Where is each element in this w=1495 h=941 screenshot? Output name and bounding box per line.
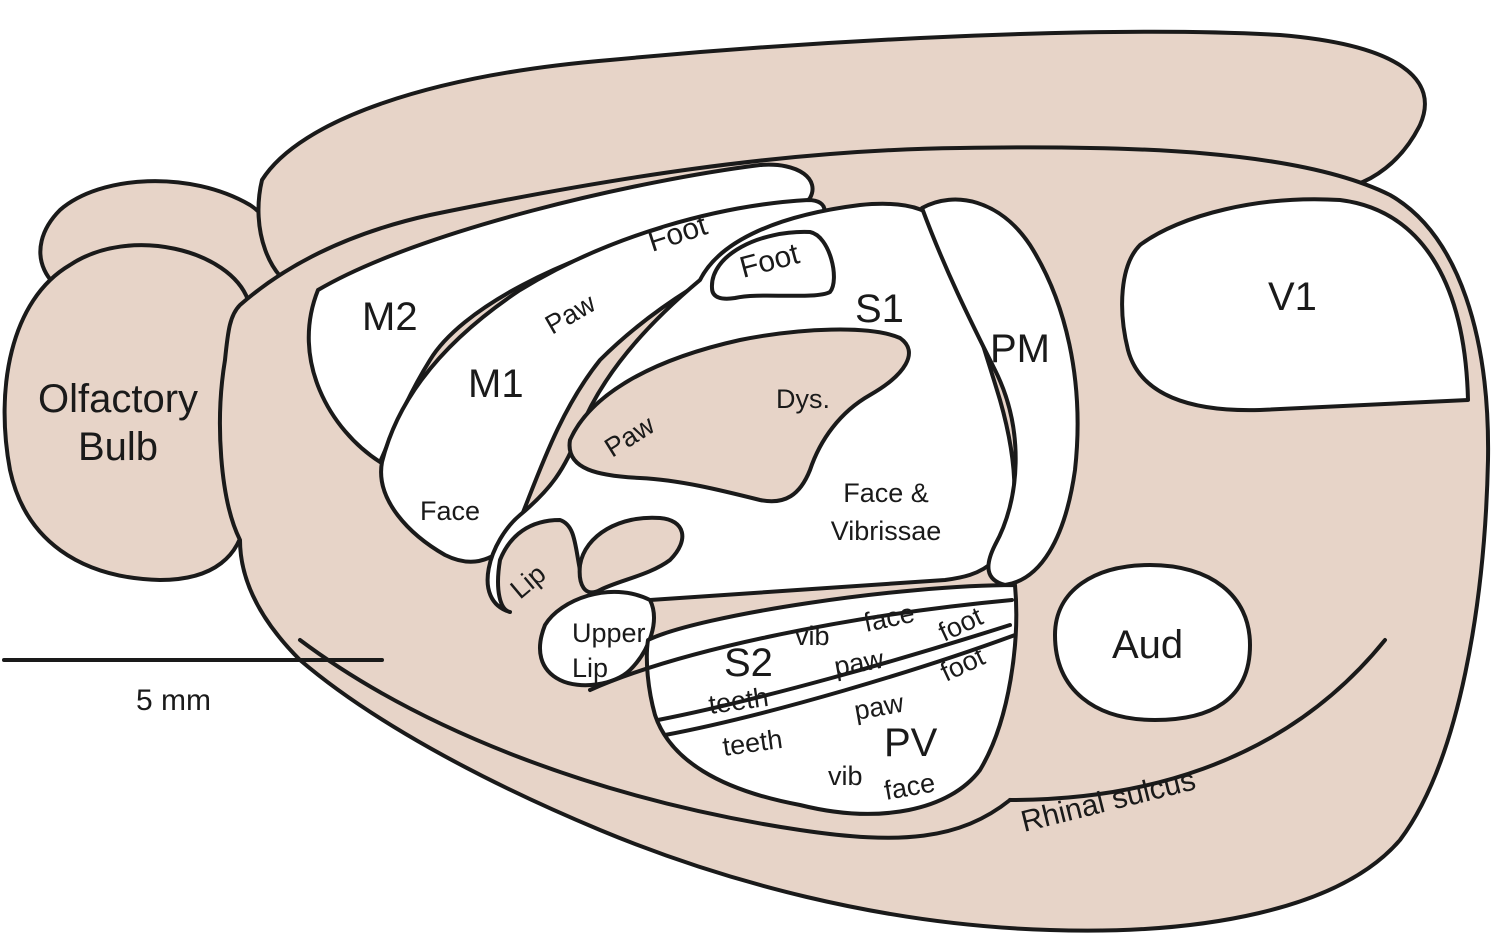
dysgranular-zone [567, 327, 911, 504]
aud-label: Aud [1112, 623, 1183, 667]
aud-region [1053, 563, 1252, 722]
lateral-boundary-line [298, 638, 1012, 840]
upper-lip-region [538, 589, 656, 688]
s1-label: S1 [855, 287, 904, 331]
s2-upper-boundary [588, 598, 1014, 692]
pv-vib-label: vib [828, 761, 863, 791]
dysgranular-label: Dys. [776, 384, 830, 414]
pm-label: PM [990, 327, 1050, 371]
olfactory-bulb-label-1: Olfactory [38, 377, 198, 421]
m1-label: M1 [468, 362, 524, 406]
olfactory-bulb [2, 243, 258, 582]
v1-region [1120, 197, 1470, 413]
rhinal-sulcus-line [1008, 638, 1387, 802]
v1-label: V1 [1268, 275, 1317, 319]
pm-region [920, 197, 1080, 587]
scale-bar-label: 5 mm [136, 684, 211, 717]
s1-foot-region [709, 229, 836, 301]
s2-label: S2 [724, 641, 773, 685]
s2-lower-boundary [663, 633, 1017, 737]
face-vibrissae-label-1: Face & [843, 478, 929, 508]
s2-pv-boundary [656, 623, 1012, 722]
face-vibrissae-label-2: Vibrissae [831, 516, 942, 546]
s2-vib-label: vib [795, 621, 830, 651]
lip-inner-zone [577, 515, 685, 595]
m1-face-label: Face [420, 496, 480, 526]
upper-lip-label-1: Upper [572, 618, 646, 648]
m2-label: M2 [362, 295, 418, 339]
pv-label: PV [884, 721, 938, 765]
olfactory-bulb-label-2: Bulb [78, 425, 158, 469]
upper-lip-label-2: Lip [572, 653, 608, 683]
